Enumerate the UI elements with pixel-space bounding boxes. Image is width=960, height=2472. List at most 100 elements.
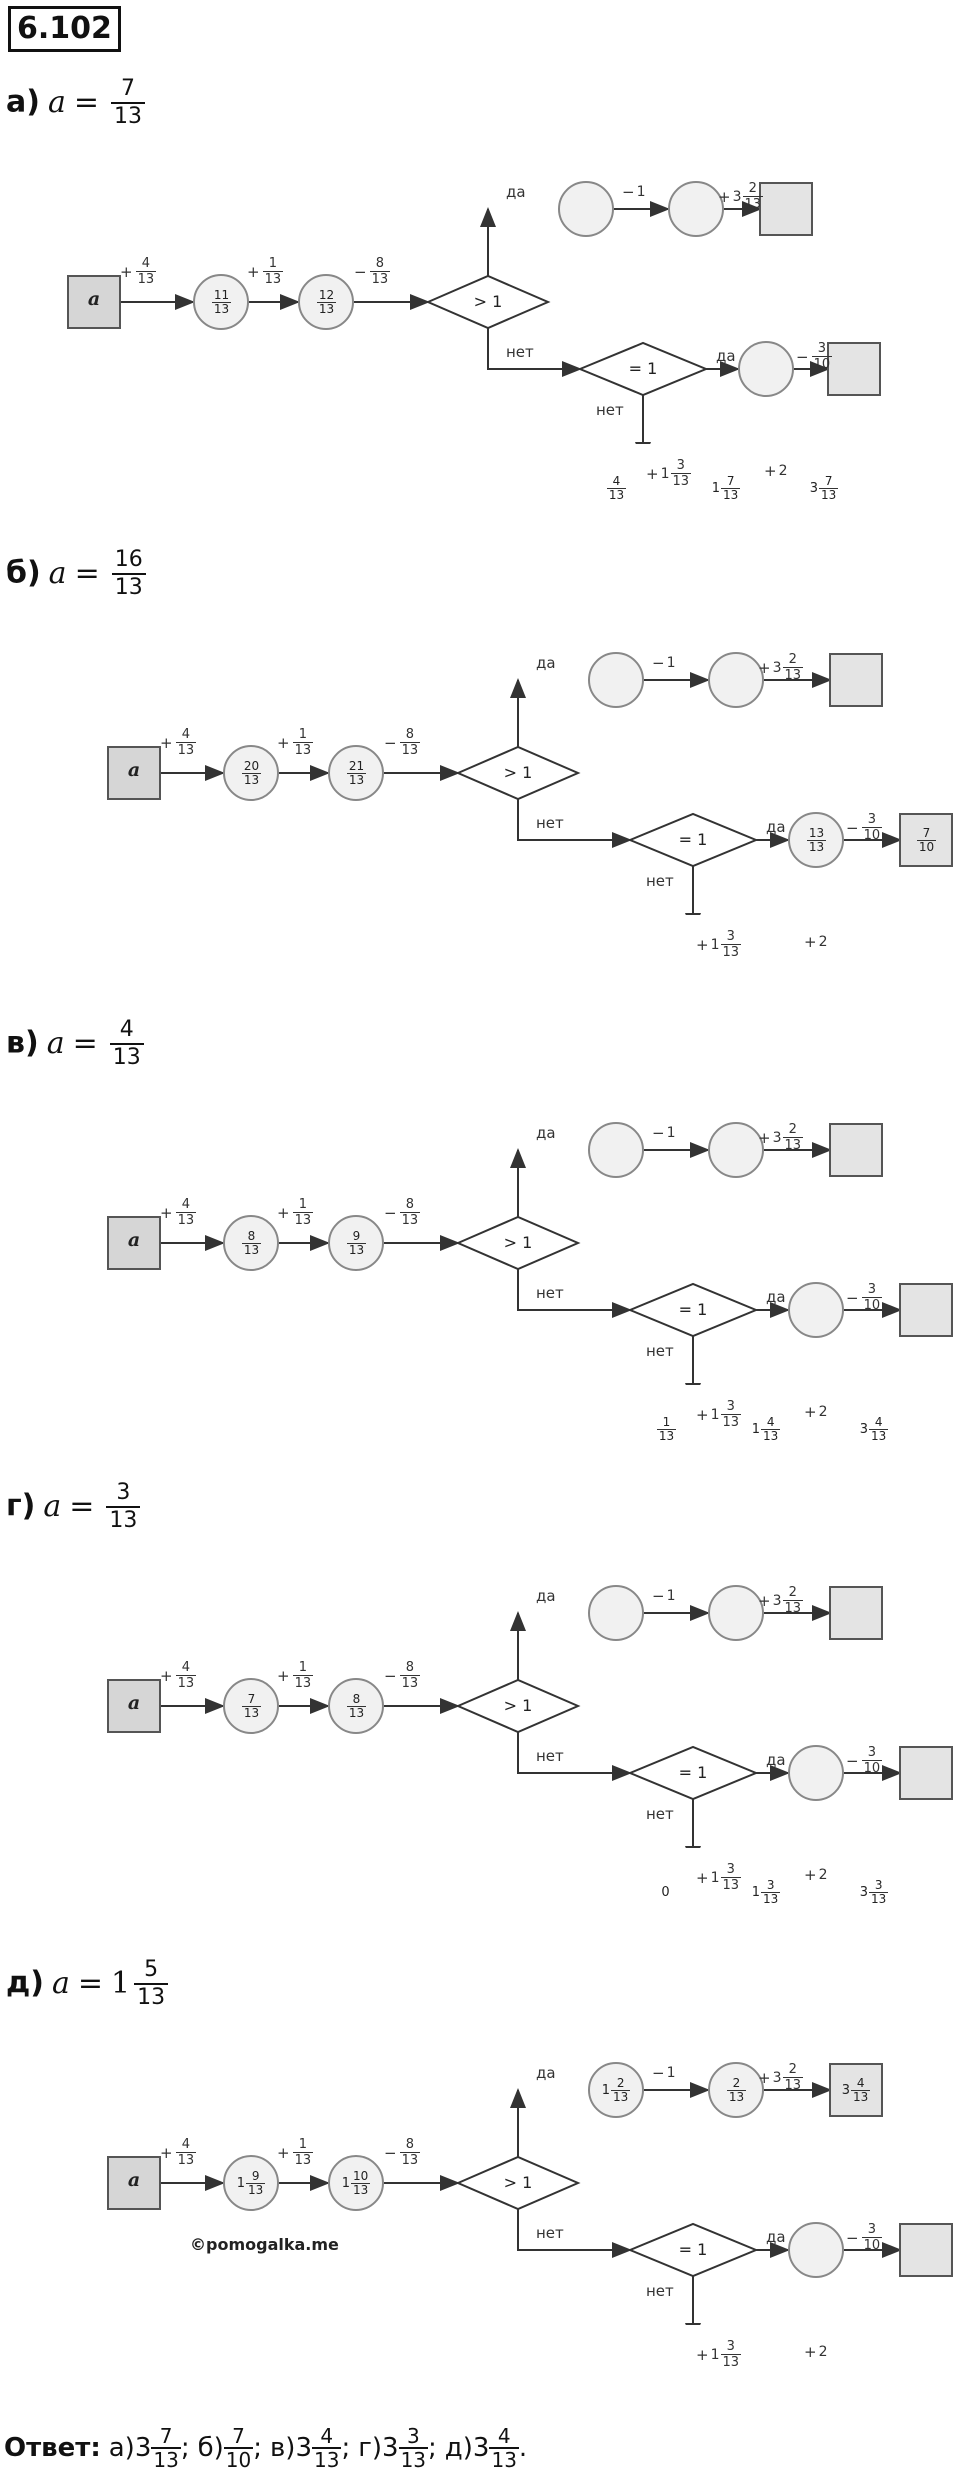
denominator: 13	[606, 487, 627, 502]
flowchart-lines	[107, 2062, 953, 2325]
op-whole: 1	[666, 655, 676, 671]
numerator: 1	[662, 1414, 671, 1429]
op-numerator: 3	[867, 1745, 876, 1760]
node-eq-value	[788, 1745, 844, 1801]
op-denominator: 13	[175, 1212, 197, 1228]
op-sign: +	[120, 262, 133, 281]
op-sign: +	[804, 1866, 817, 1884]
start-box	[107, 746, 161, 800]
numerator: 4	[612, 473, 621, 488]
section-letter: а)	[6, 84, 40, 120]
answer-numerator: 4	[320, 2424, 334, 2448]
node-yes2-value	[708, 1585, 764, 1641]
numerator: 8	[247, 1228, 256, 1243]
node-yes1	[588, 652, 644, 708]
answer-label: б)	[197, 2433, 224, 2463]
numerator: 7	[922, 825, 931, 840]
op-denominator: 13	[262, 271, 284, 287]
denominator: 13	[241, 1242, 262, 1257]
result-box-yes	[829, 1123, 883, 1177]
op-sign: +	[758, 658, 771, 677]
op-plus-2: +2	[804, 1866, 829, 1884]
op-numerator: 3	[867, 1282, 876, 1297]
node-yes2-value	[668, 181, 724, 237]
node-eq	[788, 1745, 844, 1801]
denominator: 13	[806, 839, 827, 854]
decision-eq	[627, 1282, 759, 1338]
decision-eq	[577, 341, 709, 397]
value-whole: 1	[711, 480, 720, 496]
section-letter: д)	[6, 1965, 44, 2001]
result-yes-value	[830, 1587, 882, 1639]
op-sign: +	[758, 2068, 771, 2087]
op-numerator: 2	[788, 1122, 797, 1137]
variable-a: a	[46, 1025, 65, 1061]
op-sign: +	[718, 187, 731, 206]
a-denominator: 13	[106, 1506, 141, 1534]
op-denominator: 13	[175, 2152, 197, 2168]
node-eq	[788, 2222, 844, 2278]
result-box-eq	[827, 342, 881, 396]
answer-denominator: 13	[489, 2447, 519, 2472]
denominator: 13	[656, 1428, 677, 1443]
op-numerator: 4	[141, 256, 150, 271]
condition-eq: = 1	[678, 2240, 708, 2259]
result-eq-value	[828, 343, 880, 395]
op-sign: +	[646, 464, 659, 483]
numerator: 7	[824, 473, 833, 488]
op-whole: 3	[772, 2069, 782, 2086]
a-denominator: 13	[111, 573, 146, 601]
a-numerator: 5	[144, 1957, 159, 1982]
value-whole: 3	[809, 480, 818, 496]
node-yes2-value	[708, 1122, 764, 1178]
answer-denominator: 10	[223, 2447, 254, 2472]
denominator: 13	[869, 1428, 889, 1443]
a-numerator: 3	[116, 1480, 131, 1505]
op-numerator: 4	[181, 1660, 190, 1675]
node-eq-value	[738, 341, 794, 397]
flowchart-lines	[107, 1122, 953, 1385]
op-sign: +	[696, 2345, 709, 2364]
label-yes: да	[536, 1587, 556, 1605]
denominator: 10	[916, 839, 937, 854]
answer-whole: 3	[295, 2433, 312, 2463]
op-denominator: 13	[369, 271, 391, 287]
op-numerator: 2	[788, 652, 797, 667]
op-sign: +	[277, 733, 290, 752]
node-yes1-value	[588, 1585, 644, 1641]
condition-gt: > 1	[503, 763, 533, 782]
op-numerator: 3	[726, 1862, 735, 1877]
op-sign: +	[696, 1405, 709, 1424]
